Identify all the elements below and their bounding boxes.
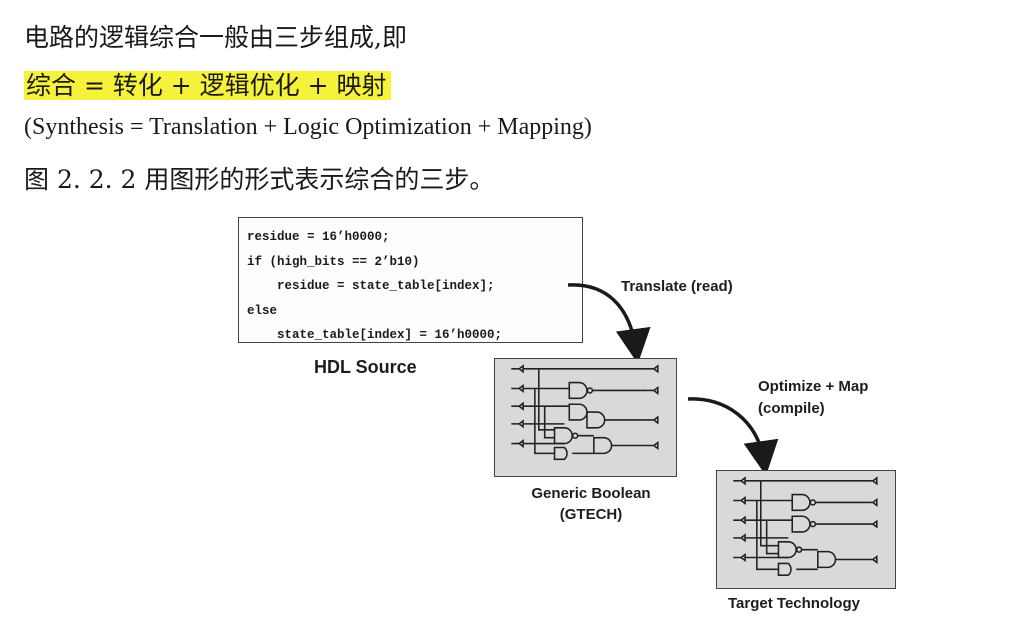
gtech-schematic-panel (494, 358, 677, 477)
target-schematic (733, 476, 878, 577)
compile-text: (compile) (758, 400, 825, 417)
generic-boolean-label: Generic Boolean (GTECH) (516, 483, 666, 525)
code-line: else (247, 303, 278, 318)
code-line: residue = state_table[index]; (277, 279, 495, 293)
hdl-code-box: residue = 16’h0000; if (high_bits == 2’b… (238, 217, 583, 343)
hdl-source-label: HDL Source (314, 357, 417, 377)
generic-boolean-text: Generic Boolean (531, 485, 651, 502)
highlighted-formula: 综合 = 转化 + 逻辑优化 + 映射 (24, 71, 391, 100)
optimize-map-label: Optimize + Map (compile) (758, 376, 868, 420)
translate-label: Translate (read) (621, 278, 733, 295)
code-line: residue = 16’h0000; (247, 230, 390, 244)
translate-arrow (567, 283, 651, 364)
optimize-map-text: Optimize + Map (758, 378, 869, 395)
target-schematic-panel (716, 470, 896, 589)
target-technology-label: Target Technology (728, 595, 860, 612)
gtech-schematic (511, 364, 659, 461)
figure-reference-line: 图 2. 2. 2 用图形的形式表示综合的三步。 (24, 165, 495, 194)
intro-line: 电路的逻辑综合一般由三步组成,即 (24, 23, 407, 52)
synthesis-formula-en: (Synthesis = Translation + Logic Optimiz… (24, 114, 592, 140)
optimize-arrow (687, 397, 779, 476)
gtech-text: (GTECH) (559, 506, 623, 523)
synthesis-formula-cn: 综合 = 转化 + 逻辑优化 + 映射 (24, 66, 391, 102)
code-line: state_table[index] = 16’h0000; (277, 328, 503, 342)
code-line: if (high_bits == 2’b10) (247, 254, 420, 269)
